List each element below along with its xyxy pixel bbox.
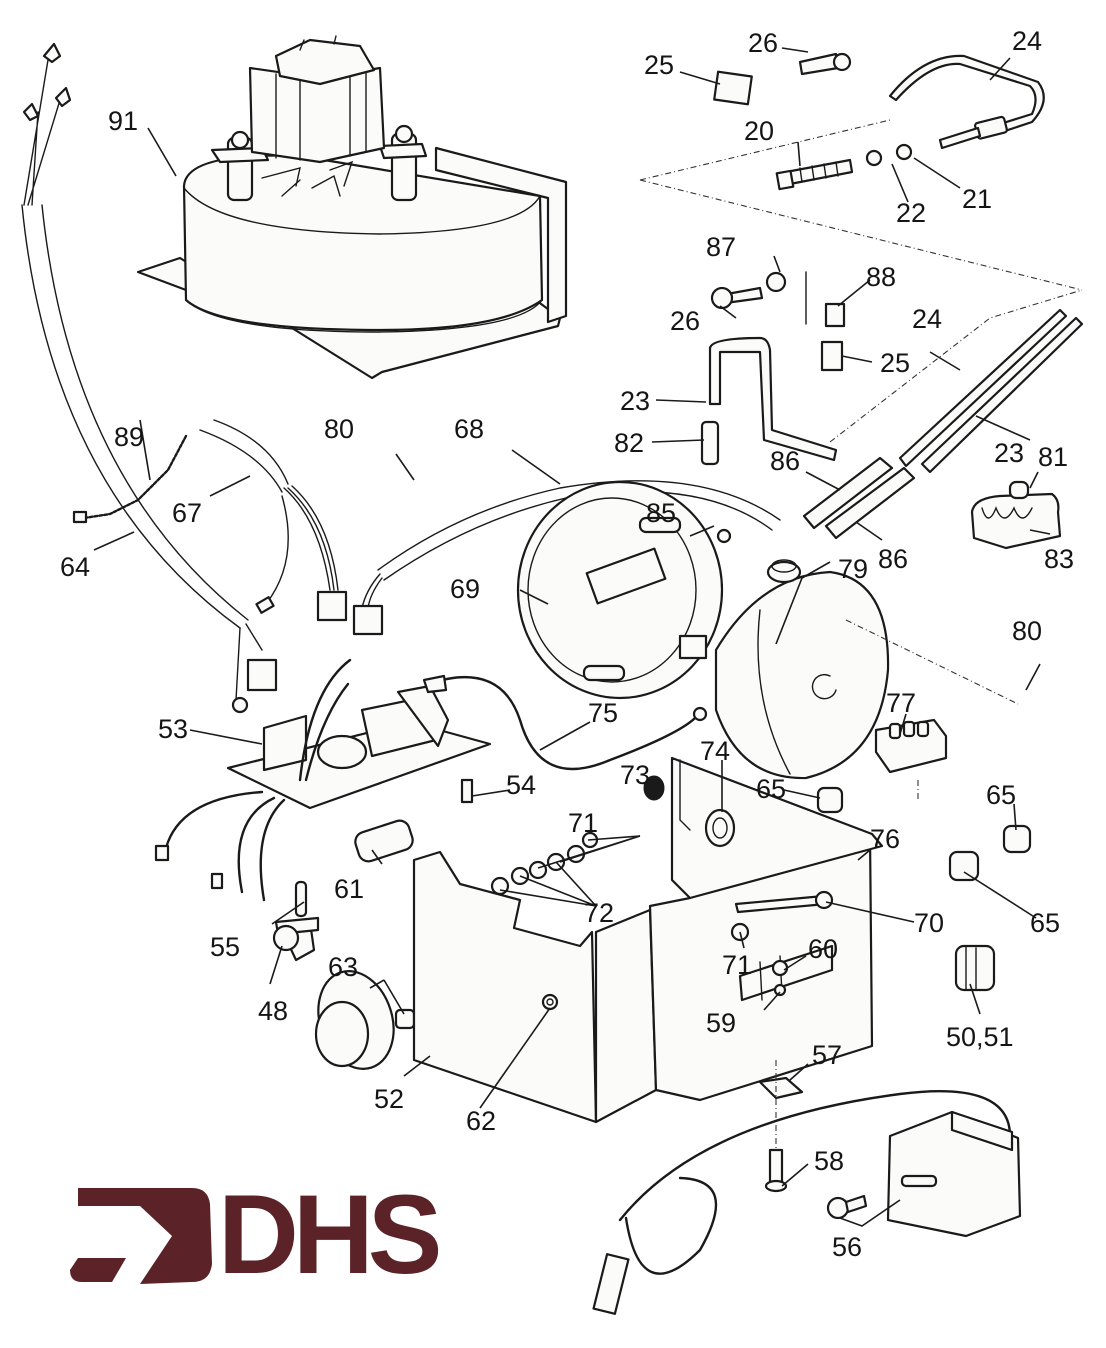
burner-cover [714, 559, 1019, 780]
callout-74: 74 [700, 736, 730, 766]
callout-59: 59 [706, 1008, 736, 1038]
flow-pipe-assembly [639, 52, 1083, 291]
callout-25: 25 [644, 50, 674, 80]
callout-77: 77 [886, 688, 916, 718]
callout-26: 26 [748, 28, 778, 58]
power-cable [21, 42, 278, 714]
callout-91: 91 [108, 106, 138, 136]
callout-58: 58 [814, 1146, 844, 1176]
callout-25-b: 25 [880, 348, 910, 378]
callout-labels: 26 24 25 20 22 21 91 87 88 26 24 25 23 8… [60, 26, 1074, 1262]
wiring-harness [199, 419, 348, 622]
callout-88: 88 [866, 262, 896, 292]
callout-71: 71 [568, 808, 598, 838]
callout-56: 56 [832, 1232, 862, 1262]
brand-logo-text: DHS [218, 1172, 439, 1297]
brand-logo: DHS [70, 1172, 445, 1297]
thermostat-assembly [592, 1060, 1022, 1315]
callout-69: 69 [450, 574, 480, 604]
callout-87: 87 [706, 232, 736, 262]
callout-68: 68 [454, 414, 484, 444]
callout-20: 20 [744, 116, 774, 146]
tube-set [802, 308, 1084, 550]
callout-79: 79 [838, 554, 868, 584]
callout-72: 72 [584, 898, 614, 928]
callout-81: 81 [1038, 442, 1068, 472]
fan-assembly [136, 35, 568, 380]
callout-65: 65 [756, 774, 786, 804]
fuse-61 [354, 819, 414, 863]
callout-61: 61 [334, 874, 364, 904]
callout-24: 24 [1012, 26, 1042, 56]
callout-26-b: 26 [670, 306, 700, 336]
callout-23-b: 23 [994, 438, 1024, 468]
callout-50-51: 50,51 [946, 1022, 1014, 1052]
callout-89: 89 [114, 422, 144, 452]
callout-62: 62 [466, 1106, 496, 1136]
callout-23: 23 [620, 386, 650, 416]
callout-75: 75 [588, 698, 618, 728]
leader-lines [93, 47, 1051, 1227]
callout-52: 52 [374, 1084, 404, 1114]
callout-60: 60 [808, 934, 838, 964]
mounting-parts [700, 271, 1083, 466]
callout-85: 85 [646, 498, 676, 528]
callout-70: 70 [914, 908, 944, 938]
terminal-block [874, 718, 948, 800]
arrow-right-icon [70, 1188, 212, 1284]
bushes [816, 786, 1032, 992]
callout-73: 73 [620, 760, 650, 790]
callout-86: 86 [770, 446, 800, 476]
control-knob [314, 970, 416, 1070]
callout-65-b: 65 [986, 780, 1016, 810]
callout-65-c: 65 [1030, 908, 1060, 938]
component-55 [294, 880, 308, 918]
callout-48: 48 [258, 996, 288, 1026]
callout-24-b: 24 [912, 304, 942, 334]
callout-55: 55 [210, 932, 240, 962]
callout-76: 76 [870, 824, 900, 854]
burner-plate [516, 480, 732, 700]
callout-67: 67 [172, 498, 202, 528]
callout-54: 54 [506, 770, 536, 800]
callout-63: 63 [328, 952, 358, 982]
control-pcb [154, 658, 708, 902]
callout-71-b: 71 [722, 950, 752, 980]
callout-22: 22 [896, 198, 926, 228]
callout-86-b: 86 [878, 544, 908, 574]
callout-21: 21 [962, 184, 992, 214]
component-54 [460, 778, 474, 804]
callout-83: 83 [1044, 544, 1074, 574]
callout-80: 80 [324, 414, 354, 444]
callout-57: 57 [812, 1040, 842, 1070]
callout-64: 64 [60, 552, 90, 582]
callout-82: 82 [614, 428, 644, 458]
callout-53: 53 [158, 714, 188, 744]
earth-chain [82, 434, 188, 520]
callout-80-b: 80 [1012, 616, 1042, 646]
chassis [412, 756, 884, 1124]
